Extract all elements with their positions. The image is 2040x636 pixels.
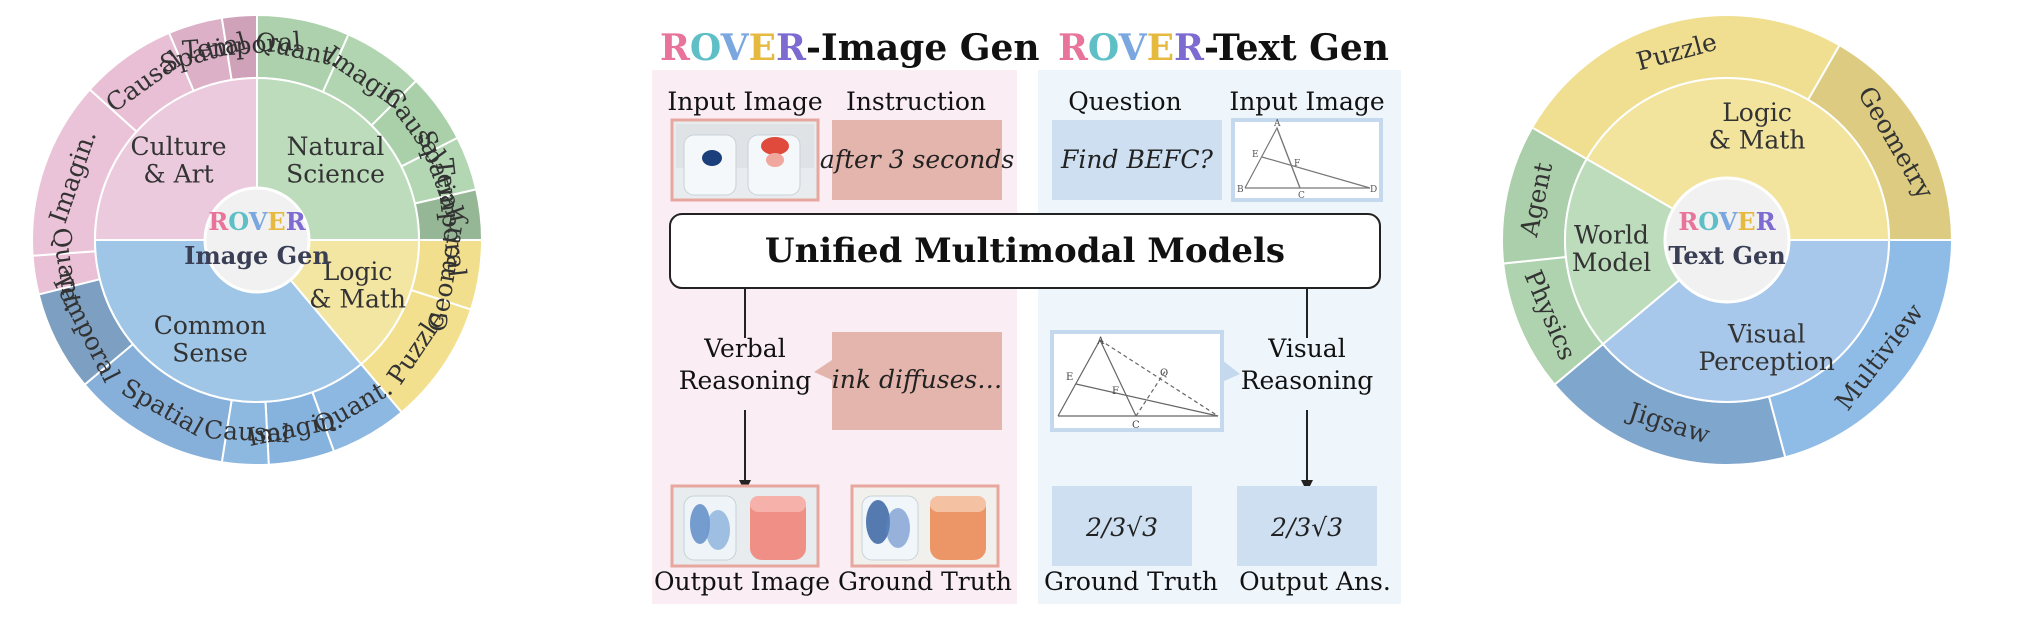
geo-label-f: F xyxy=(1294,159,1300,169)
ground-truth-photo xyxy=(850,484,1000,568)
question-text: Find BEFC? xyxy=(1060,145,1213,174)
right-center-logo: ROVER xyxy=(1678,207,1776,236)
geo-label-b: B xyxy=(1237,185,1244,195)
output-answer-label: Output Ans. xyxy=(1239,567,1391,596)
unified-models-label: Unified Multimodal Models xyxy=(765,231,1285,271)
output-image-photo xyxy=(670,484,820,568)
left-center-circle xyxy=(203,186,311,294)
geo2-label-q: Q xyxy=(1160,368,1168,379)
visual-reasoning-bubble: A E F C Q xyxy=(1050,330,1240,432)
geo-label-a: A xyxy=(1273,119,1281,129)
ground-truth-answer-box xyxy=(1052,486,1192,566)
geometry-input-image: A E F B C D xyxy=(1231,118,1383,202)
geo2-label-c: C xyxy=(1132,420,1140,431)
instruction-box xyxy=(832,120,1002,200)
image-gen-title: ROVER-Image Gen xyxy=(660,27,1040,69)
geo-label-e: E xyxy=(1252,150,1259,160)
left-inner-label-2: Logic& Math xyxy=(309,257,406,314)
reasoning-bubble xyxy=(814,332,1002,430)
reasoning-text: ink diffuses… xyxy=(832,365,1002,394)
output-answer: 2/3√3 xyxy=(1270,513,1343,542)
text-input-image-label: Input Image xyxy=(1229,87,1384,116)
left-center-logo: ROVER xyxy=(208,207,306,236)
input-image-label: Input Image xyxy=(667,87,822,116)
geo-label-c: C xyxy=(1298,191,1305,201)
right-center-circle xyxy=(1663,176,1791,304)
left-center-label: Image Gen xyxy=(184,241,330,270)
left-outer-label-9: Causal xyxy=(203,415,290,448)
question-box xyxy=(1052,120,1222,200)
input-image-photo xyxy=(670,118,820,202)
text-gen-title: ROVER-Text Gen xyxy=(1058,27,1389,69)
question-label: Question xyxy=(1068,87,1181,116)
geo2-label-a: A xyxy=(1096,336,1105,347)
instruction-text: after 3 seconds xyxy=(820,145,1014,174)
geo2-label-e: E xyxy=(1066,372,1073,383)
left-inner-label-0: Culture& Art xyxy=(130,131,226,188)
instruction-label: Instruction xyxy=(846,87,986,116)
ground-truth-answer: 2/3√3 xyxy=(1085,513,1158,542)
ground-truth-image-label: Ground Truth xyxy=(838,567,1012,596)
right-center-label: Text Gen xyxy=(1668,241,1785,270)
text-gen-sunburst: GeometryMultiviewJigsawPhysicsAgentPuzzl… xyxy=(1500,14,1954,466)
ground-truth-answer-label: Ground Truth xyxy=(1044,567,1218,596)
right-inner-label-0: Logic& Math xyxy=(1709,98,1806,155)
image-gen-sunburst: Quant.Imagin.CausalSpatialTemporalGeomet… xyxy=(31,13,484,466)
unified-models-box xyxy=(669,213,1381,289)
geo2-label-f: F xyxy=(1112,386,1119,397)
output-image-label: Output Image xyxy=(654,567,830,596)
geo-label-d: D xyxy=(1370,185,1377,195)
output-answer-box xyxy=(1237,486,1377,566)
